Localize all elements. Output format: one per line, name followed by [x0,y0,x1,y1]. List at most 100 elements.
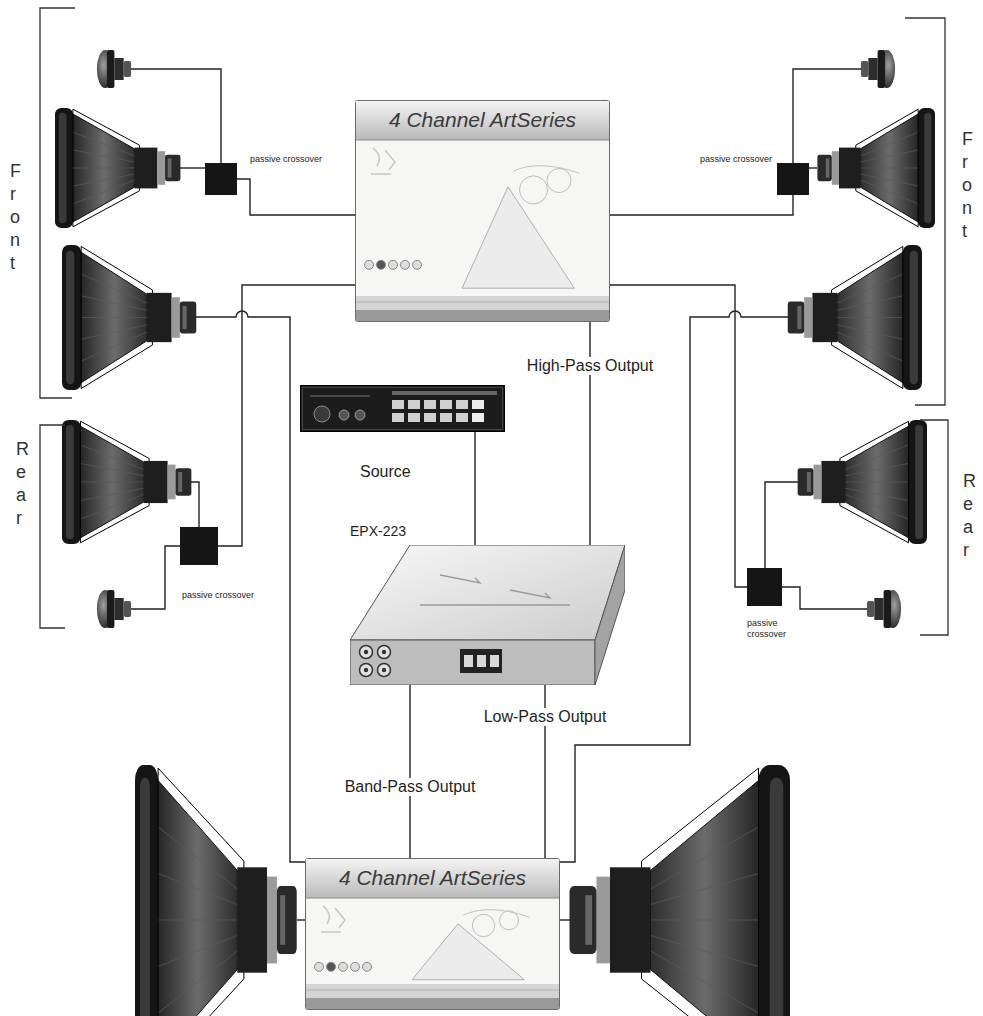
amplifier-body [355,100,610,322]
control-knob [363,962,372,971]
subwoofer [570,765,791,1016]
group-bracket [920,420,948,635]
amplifier: 4 Channel ArtSeries [355,100,610,322]
terminal [477,655,486,667]
terminal [464,655,473,667]
speaker-wire [180,167,205,168]
midrange-speaker [55,108,180,228]
woofer [62,245,196,390]
crossover-label: passive crossover [747,618,805,640]
speaker-wire [131,69,221,163]
text-holder: passive crossover [182,583,254,602]
text-holder: passive crossover [747,618,805,641]
art-pyramid [412,924,524,980]
preset-button [392,400,404,409]
art-sketch [371,148,395,174]
crossover-body [777,163,809,195]
label-holder: Front [962,128,973,243]
side-face [595,545,625,685]
output-label: Band-Pass Output [341,778,480,796]
model-label: EPX-223 [350,523,406,540]
head-unit: Source [300,385,505,432]
speaker-wire [809,167,817,168]
label-holder: Band-Pass Output [341,778,480,796]
text-holder: passive crossover [700,147,772,166]
amplifier-case [306,859,560,1010]
control-knob [351,962,360,971]
rca-pin [364,668,368,672]
text-holder: Source [360,462,411,481]
speaker-wire [297,919,305,920]
speaker-wire [560,919,570,920]
panel-marking [420,575,570,605]
control-knob [401,260,410,269]
art-swirl [500,911,519,930]
art-sketch [321,906,345,932]
amplifier-title: 4 Channel ArtSeries [389,100,576,140]
head-unit-face [301,386,505,432]
speaker-wire [191,482,199,527]
label-holder: Rear [963,470,974,562]
preset-button [424,400,436,409]
tweeter [97,50,131,88]
crossover-box [180,527,218,565]
band-edge [306,898,559,899]
group-label: Front [962,128,973,243]
crossover-box [777,163,809,195]
head-unit-bevel [303,388,503,430]
text-holder: 4 Channel ArtSeries [305,858,560,898]
crossover-unit-body [350,545,625,685]
art-pyramid [462,187,574,288]
crossover-label: passive crossover [182,590,254,601]
case-stripe [356,296,609,321]
crossover-body [180,527,218,565]
front-face [350,640,595,685]
top-face [350,545,625,640]
midrange-speaker [62,420,191,544]
title-band [356,101,609,140]
brackets [40,8,948,635]
speaker-wire [765,482,798,568]
signal-cable [610,195,793,215]
group-label: Front [10,160,21,275]
art-swirl [463,910,529,918]
preset-button [456,413,468,422]
speaker-wires [131,69,867,920]
tweeter [861,50,895,88]
amplifier-title: 4 Channel ArtSeries [339,858,526,898]
preset-button [408,400,420,409]
preset-button [392,413,404,422]
preset-button [440,413,452,422]
knob [355,410,365,420]
signal-cable [610,285,747,587]
group-bracket [905,18,945,405]
source-label: Source [360,462,411,481]
speaker-wire [196,311,305,862]
crossover-box [205,163,237,195]
output-label: Low-Pass Output [480,708,611,726]
group-label: Rear [16,438,27,530]
subwoofer [135,765,297,1016]
label-holder: Front [10,160,21,275]
label-holder: Rear [16,438,27,530]
signal-cable [474,432,475,545]
rca-jack [378,664,391,677]
midrange-speaker [817,108,935,228]
preset-button [472,400,484,409]
passive-crossover: passive crossover [180,527,218,565]
rca-jack [378,646,391,659]
crossover-label: passive crossover [700,154,772,165]
volume-knob [314,406,330,422]
terminal [490,655,499,667]
knob [339,410,349,420]
brand-strip [310,396,370,397]
group-bracket [40,425,65,628]
woofer [788,245,922,390]
group-label: Rear [963,470,974,562]
amplifier: 4 Channel ArtSeries [305,858,560,1010]
tweeter [867,590,901,628]
rca-jack [360,664,373,677]
control-knob [327,962,336,971]
